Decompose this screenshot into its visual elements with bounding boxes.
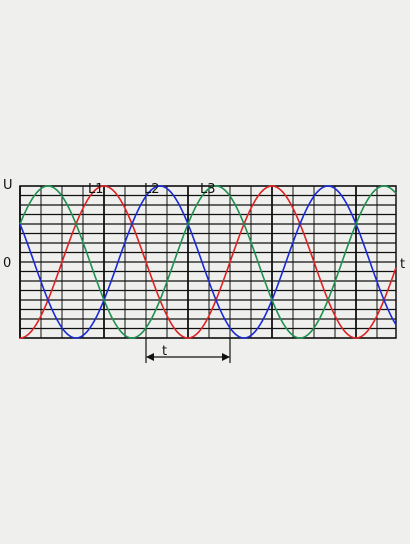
series-label-l1: L1 xyxy=(88,182,104,197)
plot-frame xyxy=(19,185,397,339)
period-marker-left-arrow xyxy=(146,353,154,361)
series-labels: L1 L2 L3 xyxy=(88,182,216,197)
zero-label: 0 xyxy=(3,256,11,271)
period-marker xyxy=(145,338,231,363)
period-marker-right-arrow xyxy=(222,353,230,361)
x-axis-label: t xyxy=(400,257,405,272)
labels: U 0 t t xyxy=(3,178,405,359)
series-line-l2 xyxy=(19,185,397,339)
period-label: t xyxy=(162,344,167,359)
curves xyxy=(19,185,397,339)
series-label-l3: L3 xyxy=(200,182,216,197)
series-line-l3 xyxy=(19,185,397,339)
series-line-l1 xyxy=(19,185,397,339)
y-axis-label: U xyxy=(3,178,13,193)
grid xyxy=(19,185,397,339)
series-label-l2: L2 xyxy=(144,182,160,197)
